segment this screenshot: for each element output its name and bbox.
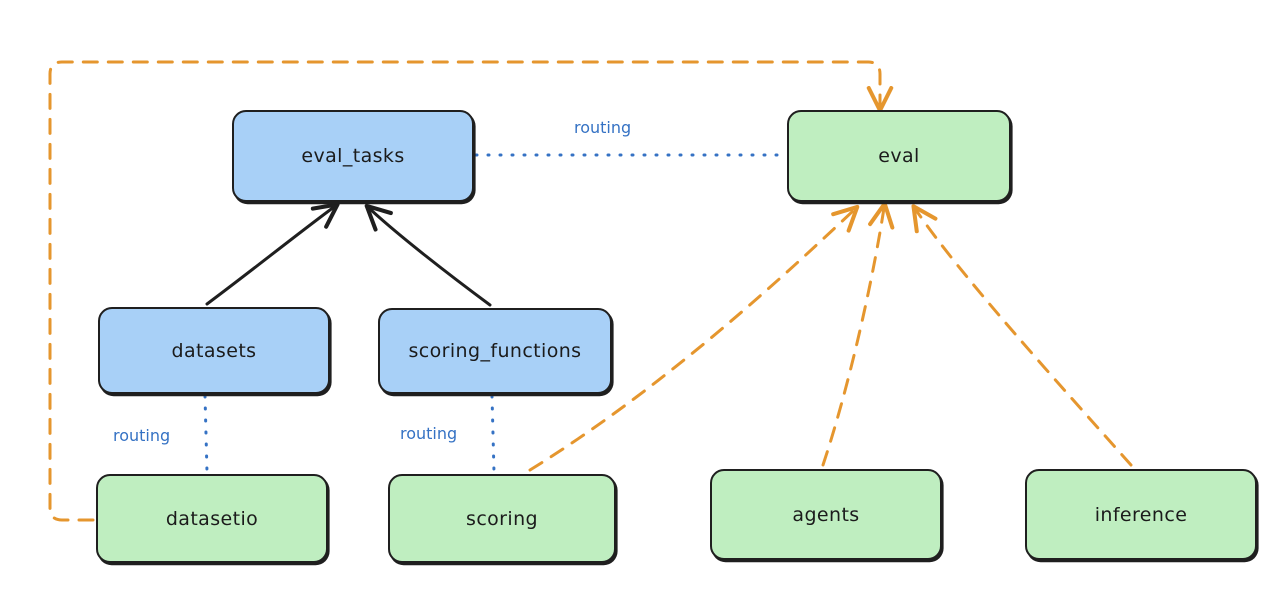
edge-label-routing-datasets-datasetio: routing	[113, 426, 171, 445]
node-eval-tasks-label: eval_tasks	[301, 145, 405, 167]
node-scoring-functions[interactable]: scoring_functions	[378, 308, 612, 394]
node-datasetio[interactable]: datasetio	[96, 474, 328, 563]
edge-scoring-to-eval	[528, 204, 860, 472]
edge-inference-to-eval	[911, 204, 1133, 467]
edge-datasets-to-datasetio	[203, 394, 209, 474]
edge-agents-to-eval	[821, 201, 895, 467]
node-datasets-label: datasets	[171, 339, 257, 362]
node-scoring[interactable]: scoring	[388, 474, 616, 563]
node-eval-label: eval	[878, 145, 920, 167]
edge-scoring-functions-to-eval-tasks	[364, 203, 492, 307]
edge-label-routing-scoring-functions-scoring: routing	[400, 424, 458, 443]
node-datasetio-label: datasetio	[165, 507, 259, 530]
node-eval-tasks[interactable]: eval_tasks	[232, 110, 474, 202]
edge-label-routing-eval-tasks-eval: routing	[574, 118, 632, 137]
edge-datasetio-to-eval	[48, 60, 894, 522]
node-agents-label: agents	[792, 503, 860, 526]
node-scoring-functions-label: scoring_functions	[408, 340, 582, 362]
node-eval[interactable]: eval	[787, 110, 1011, 202]
node-datasets[interactable]: datasets	[98, 307, 330, 394]
node-inference[interactable]: inference	[1025, 469, 1257, 560]
node-scoring-label: scoring	[466, 507, 538, 530]
node-inference-label: inference	[1094, 503, 1188, 526]
edge-scoring-functions-to-scoring	[490, 394, 496, 474]
node-agents[interactable]: agents	[710, 469, 942, 560]
edge-datasets-to-eval-tasks	[205, 202, 340, 306]
